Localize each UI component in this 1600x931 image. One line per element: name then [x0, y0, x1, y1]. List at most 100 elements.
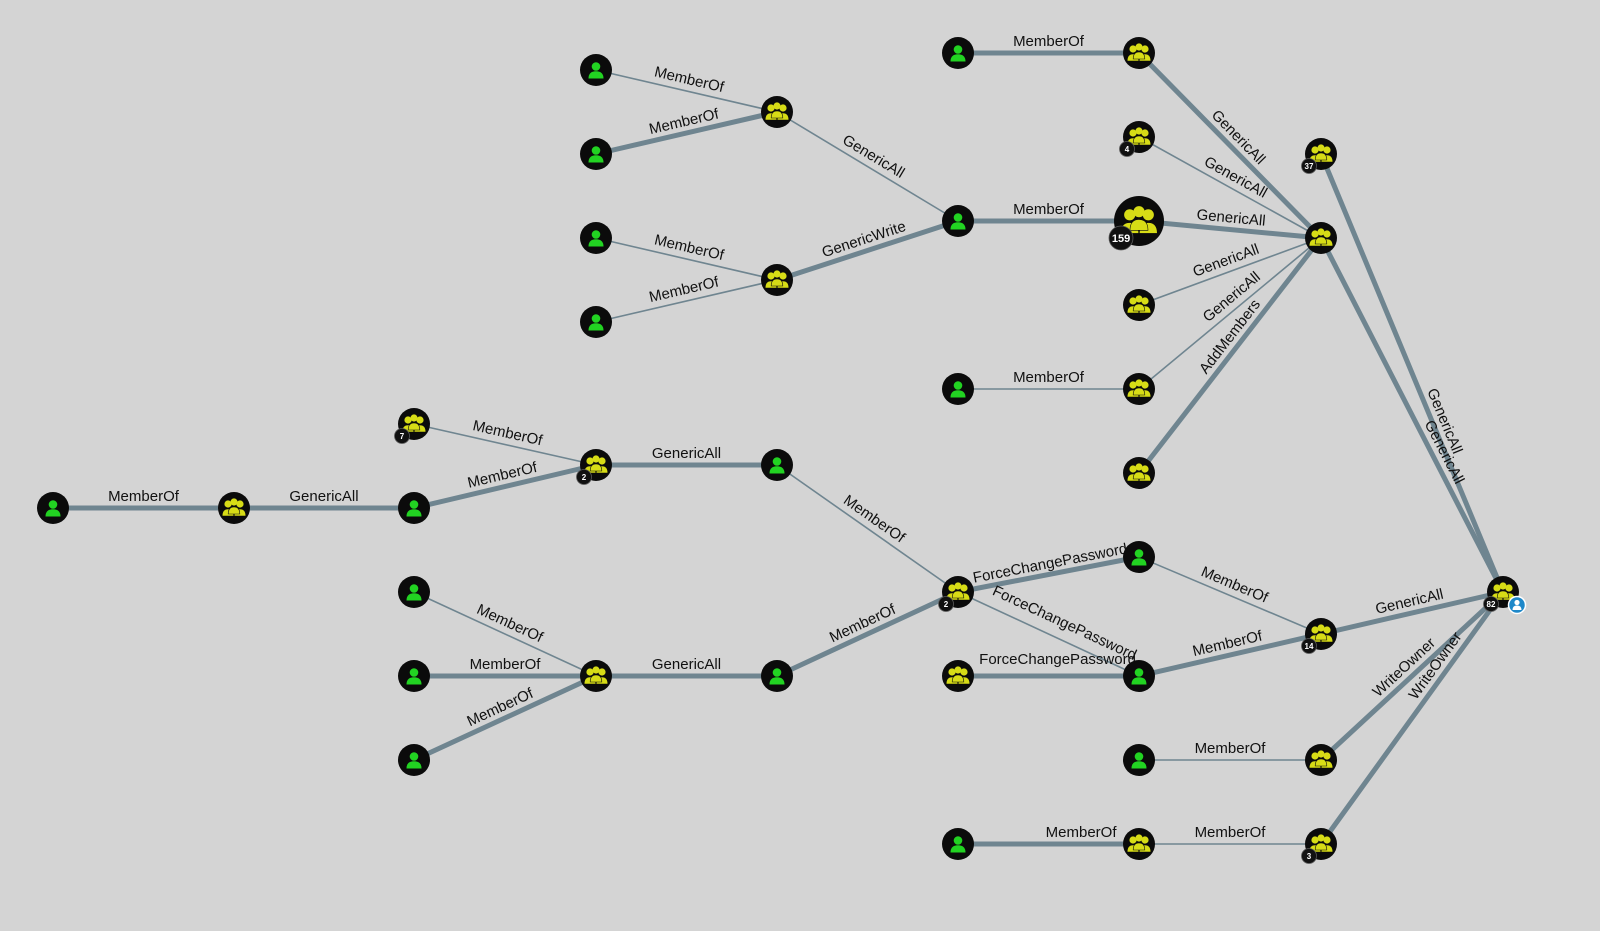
user-node[interactable] [580, 222, 612, 254]
edge-label: MemberOf [108, 488, 180, 505]
edge-memberof[interactable] [595, 279, 778, 323]
group-node[interactable] [1123, 289, 1155, 321]
group-node[interactable]: 4 [1119, 121, 1156, 157]
group-node[interactable] [1123, 457, 1155, 489]
member-count-text: 2 [944, 600, 949, 609]
group-icon [221, 498, 247, 517]
group-node[interactable] [942, 660, 974, 692]
group-node[interactable]: 14 [1301, 618, 1338, 654]
edge-label: GenericAll [652, 656, 721, 673]
user-node[interactable] [761, 660, 793, 692]
edge-label: MemberOf [1013, 33, 1085, 50]
edge-memberof[interactable] [411, 462, 599, 511]
member-count-text: 14 [1305, 642, 1314, 651]
member-count-text: 3 [1307, 852, 1312, 861]
user-icon [1131, 549, 1147, 566]
edge-writeowner[interactable] [1318, 589, 1506, 763]
user-node[interactable] [1123, 660, 1155, 692]
user-icon [45, 500, 61, 517]
user-node[interactable] [398, 744, 430, 776]
group-node[interactable] [761, 96, 793, 128]
member-count-text: 37 [1305, 162, 1314, 171]
member-count-text: 159 [1112, 233, 1130, 245]
user-node[interactable] [580, 54, 612, 86]
edge-label: ForceChangePassword [979, 651, 1136, 668]
user-node[interactable] [398, 576, 430, 608]
edge-genericall[interactable] [1318, 235, 1506, 595]
user-icon [406, 668, 422, 685]
edge-memberof[interactable] [1138, 556, 1322, 635]
member-count-badge: 2 [938, 596, 954, 612]
group-node[interactable]: 3 [1301, 828, 1338, 864]
group-node[interactable] [1305, 222, 1337, 254]
user-node[interactable] [942, 37, 974, 69]
user-node[interactable] [1123, 744, 1155, 776]
user-icon [769, 457, 785, 474]
group-node[interactable] [1123, 373, 1155, 405]
user-node[interactable] [942, 205, 974, 237]
high-value-icon [1507, 595, 1527, 615]
edge-memberof[interactable] [413, 423, 597, 466]
group-node[interactable]: 37 [1301, 138, 1338, 174]
edge-genericall[interactable] [1318, 151, 1506, 595]
edge-genericall[interactable] [1318, 589, 1506, 637]
group-node-target[interactable]: 82 [1483, 576, 1527, 615]
nodes-layer: 7 2 2 4 159 37 14 3 82 [37, 37, 1527, 864]
group-node[interactable]: 7 [394, 408, 431, 444]
member-count-badge: 2 [576, 469, 592, 485]
user-icon [1131, 752, 1147, 769]
edge-memberof[interactable] [774, 589, 961, 679]
edge-genericall[interactable] [1136, 218, 1324, 241]
user-node[interactable] [1123, 541, 1155, 573]
edge-memberof[interactable] [413, 591, 597, 677]
user-node[interactable] [580, 138, 612, 170]
user-node[interactable] [580, 306, 612, 338]
edge-memberof[interactable] [595, 69, 778, 113]
edge-label: GenericAll [289, 488, 358, 505]
edge-memberof[interactable] [776, 464, 959, 593]
user-icon [950, 836, 966, 853]
group-node[interactable]: 2 [938, 576, 975, 612]
group-node[interactable]: 159 [1108, 196, 1164, 251]
group-icon [1126, 463, 1152, 482]
user-icon [406, 752, 422, 769]
edge-memberof[interactable] [411, 673, 599, 763]
user-node[interactable] [398, 660, 430, 692]
edge-memberof[interactable] [595, 237, 778, 281]
group-icon [583, 455, 609, 474]
edge-genericall[interactable] [1138, 237, 1322, 390]
member-count-badge: 14 [1301, 638, 1317, 654]
group-node[interactable]: 2 [576, 449, 613, 485]
edge-forcechangepassword[interactable] [955, 554, 1142, 595]
group-node[interactable] [1305, 744, 1337, 776]
user-icon [588, 314, 604, 331]
user-node[interactable] [398, 492, 430, 524]
edge-writeowner[interactable] [1318, 589, 1506, 847]
user-node[interactable] [942, 828, 974, 860]
edge-genericwrite[interactable] [774, 218, 961, 283]
edge-memberof[interactable] [593, 109, 780, 157]
edge-genericall[interactable] [776, 111, 959, 222]
edge-memberof[interactable] [1136, 631, 1324, 679]
edge-addmembers[interactable] [1136, 235, 1324, 476]
user-node[interactable] [37, 492, 69, 524]
group-node[interactable] [580, 660, 612, 692]
edge-label: MemberOf [840, 492, 908, 547]
edge-genericall[interactable] [1138, 136, 1322, 239]
user-node[interactable] [761, 449, 793, 481]
user-node[interactable] [942, 373, 974, 405]
member-count-badge: 82 [1483, 596, 1499, 612]
group-node[interactable] [218, 492, 250, 524]
group-icon [1126, 379, 1152, 398]
edge-genericall[interactable] [1136, 50, 1324, 241]
edge-genericall[interactable] [1138, 237, 1322, 306]
group-node[interactable] [1123, 828, 1155, 860]
edge-forcechangepassword[interactable] [957, 591, 1140, 677]
group-icon [764, 270, 790, 289]
group-node[interactable] [761, 264, 793, 296]
member-count-badge: 3 [1301, 848, 1317, 864]
group-node[interactable] [1123, 37, 1155, 69]
edge-label: MemberOf [470, 656, 542, 673]
